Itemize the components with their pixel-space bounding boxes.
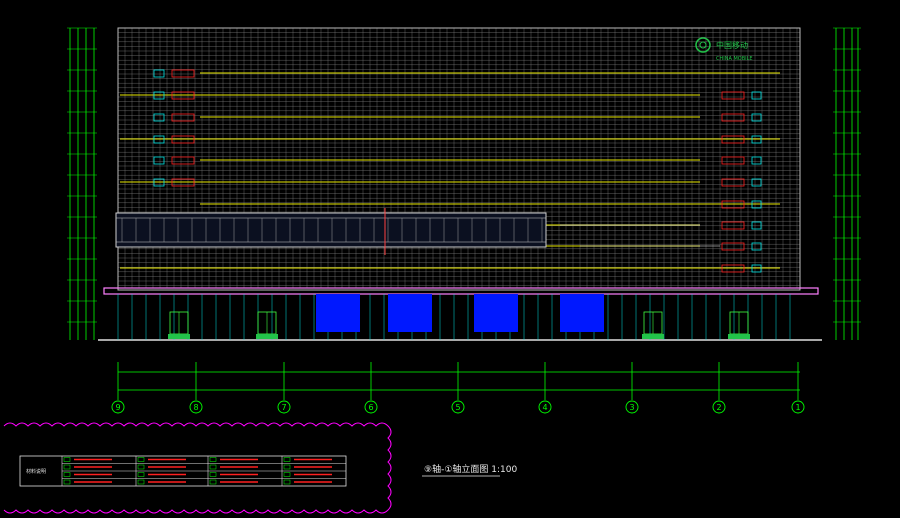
axis-label: 3 xyxy=(629,403,634,412)
drawing-caption: ⑨轴-①轴立面图 1:100 xyxy=(424,463,517,475)
podium-band xyxy=(115,208,547,255)
facade-curtain-wall-grid xyxy=(117,27,800,288)
axis-bubble: 7 xyxy=(277,400,291,414)
dimension-lines-left xyxy=(67,27,97,340)
revision-cloud xyxy=(3,422,392,514)
axis-bubble: 6 xyxy=(364,400,378,414)
axis-label: 9 xyxy=(115,403,120,412)
axis-bubble: 3 xyxy=(625,400,639,414)
axis-bubble: 2 xyxy=(712,400,726,414)
brand-cn-text: 中国移动 xyxy=(716,40,748,50)
axis-bubble: 9 xyxy=(111,400,125,414)
axis-label: 1 xyxy=(795,403,800,412)
ground-floor xyxy=(98,287,822,341)
dimension-lines-right xyxy=(833,27,861,340)
axis-label: 6 xyxy=(368,403,373,412)
axis-label: 2 xyxy=(716,403,721,412)
legend-table-header: 材料说明 xyxy=(26,468,46,475)
blue-glass-panel-4 xyxy=(560,294,604,332)
axis-bubble: 5 xyxy=(451,400,465,414)
blue-glass-panel-3 xyxy=(474,294,518,332)
axis-label: 8 xyxy=(193,403,198,412)
brand-logo-icon xyxy=(695,37,711,53)
axis-bubble: 1 xyxy=(791,400,805,414)
blue-glass-panel-1 xyxy=(316,294,360,332)
axis-label: 4 xyxy=(542,403,547,412)
brand-en-text: CHINA MOBILE xyxy=(716,56,753,62)
axis-bubbles: 9 8 7 6 5 4 3 2 1 xyxy=(111,400,805,414)
blue-glass-panel-2 xyxy=(388,294,432,332)
building-outline xyxy=(117,27,801,291)
axis-bubble: 4 xyxy=(538,400,552,414)
legend-area: 材料说明 xyxy=(3,422,392,514)
axis-label: 7 xyxy=(281,403,286,412)
legend-table: 材料说明 xyxy=(19,455,347,487)
horizontal-dimension xyxy=(117,362,800,400)
axis-label: 5 xyxy=(455,403,460,412)
brand-logo: 中国移动 CHINA MOBILE xyxy=(695,37,753,62)
entrance-canopy xyxy=(103,287,819,295)
axis-bubble: 8 xyxy=(189,400,203,414)
window-elements xyxy=(153,69,762,273)
